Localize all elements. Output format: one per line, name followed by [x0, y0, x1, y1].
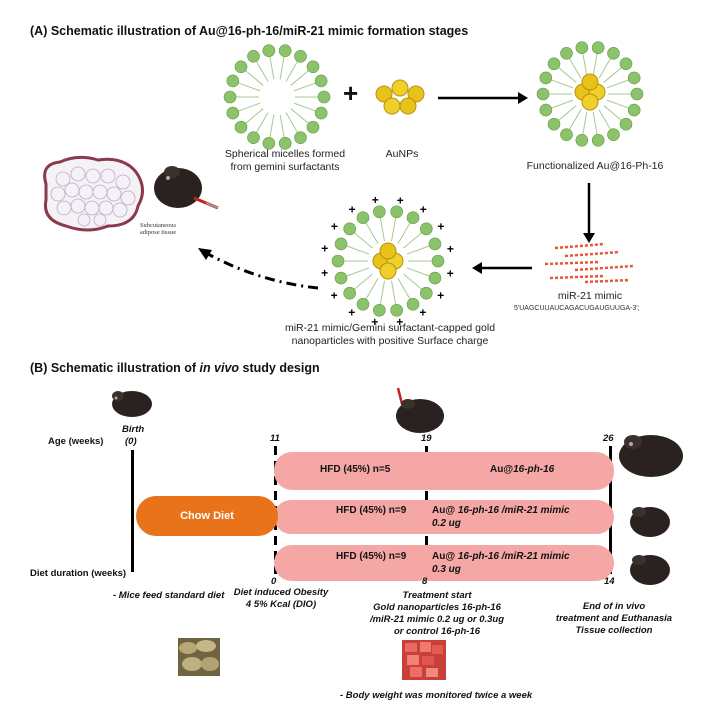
end-note-line-3: Tissue collection [575, 625, 653, 636]
treated-mouse-icon [396, 387, 444, 433]
mouse-injection-icon [154, 166, 219, 210]
svg-text:+: + [396, 315, 403, 329]
age-19: 19 [421, 433, 432, 444]
age-11: 11 [270, 433, 280, 444]
capped-caption-line-1: miR-21 mimic/Gemini surfactant-capped go… [284, 322, 496, 334]
row-1-treatment-compound: 16-ph-16 [513, 464, 555, 475]
micelle-caption-line-1: Spherical micelles formed [224, 148, 346, 160]
dio-note-line-2: 4 5% Kcal (DIO) [245, 599, 317, 610]
hfd-row-2-bar [274, 500, 614, 534]
row-2-hfd-label: HFD (45%) n=9 [336, 505, 407, 516]
capped-caption-line-2: nanoparticles with positive Surface char… [291, 335, 489, 347]
row-3-treatment: Au@ 16-ph-16 /miR-21 mimic [432, 551, 570, 562]
treatment-note-line-4: or control 16-ph-16 [393, 626, 481, 637]
svg-text:+: + [372, 193, 379, 207]
panel-a-title: (A) Schematic illustration of Au@16-ph-1… [30, 24, 469, 38]
panel-b-title-end: study design [239, 361, 320, 375]
mirna-strands-icon [544, 242, 634, 284]
dio-note: Diet induced Obesity 4 5% Kcal (DIO) [222, 587, 340, 611]
svg-text:+: + [447, 242, 454, 256]
arrow-left-icon [472, 262, 532, 274]
svg-text:+: + [321, 266, 328, 280]
functionalized-micelle-icon [536, 41, 644, 147]
svg-text:+: + [349, 202, 356, 216]
svg-text:+: + [447, 266, 454, 280]
standard-diet-note: - Mice feed standard diet [113, 590, 225, 601]
row-2-treatment: Au@ 16-ph-16 /miR-21 mimic [432, 505, 570, 516]
row-2-treatment-compound: 16-ph-16 /miR-21 mimic [457, 505, 570, 516]
row-3-hfd-label: HFD (45%) n=9 [336, 551, 407, 562]
aunps-label: AuNPs [385, 148, 419, 160]
end-note-line-2: treatment and Euthanasia [555, 613, 673, 624]
age-26: 26 [603, 433, 614, 444]
arrow-right-icon [438, 92, 528, 104]
birth-line [131, 450, 134, 572]
svg-text:+: + [348, 305, 355, 319]
svg-text:+: + [437, 220, 444, 234]
svg-text:+: + [420, 203, 427, 217]
duration-0: 0 [271, 576, 277, 587]
treatment-note: Treatment start Gold nanoparticles 16-ph… [362, 590, 512, 638]
birth-age: (0) [125, 436, 137, 447]
svg-text:+: + [419, 306, 426, 320]
functionalized-label: Functionalized Au@16-Ph-16 [526, 160, 664, 172]
gemini-micelle-icon [223, 44, 331, 150]
row-2-dose: 0.2 ug [432, 518, 461, 529]
dio-note-line-1: Diet induced Obesity [233, 587, 329, 598]
treatment-note-line-3: /miR-21 mimic 0.2 ug or 0.3ug [369, 614, 505, 625]
body-weight-note: - Body weight was monitored twice a week [340, 690, 533, 701]
mirna-label: miR-21 mimic [557, 290, 623, 302]
svg-text:+: + [321, 242, 328, 256]
panel-b-title-plain: (B) Schematic illustration of [30, 361, 200, 375]
hfd-row-3-bar [274, 545, 614, 581]
tissue-label-line-2: adipose tissue [139, 229, 177, 236]
svg-text:+: + [437, 289, 444, 303]
row-3-dose: 0.3 ug [432, 564, 461, 575]
treatment-note-line-1: Treatment start [402, 590, 472, 601]
mouse-group-2-icon [630, 507, 670, 537]
newborn-mouse-icon [112, 391, 152, 417]
row-1-treatment: Au@16-ph-16 [490, 464, 554, 475]
birth-label: Birth [122, 424, 145, 435]
svg-text:+: + [331, 219, 338, 233]
row-1-hfd-label: HFD (45%) n=5 [320, 464, 391, 475]
hfd-row-1-bar [274, 452, 614, 490]
capped-nanoparticle-icon: ++++++++++++++++ [321, 193, 454, 329]
svg-text:+: + [371, 315, 378, 329]
tissue-label-line-1: Subcutaneous [139, 222, 177, 229]
capped-caption: miR-21 mimic/Gemini surfactant-capped go… [270, 322, 510, 348]
row-1-treatment-prefix: Au@ [490, 464, 514, 475]
hfd-pellets-icon [402, 640, 446, 680]
diet-duration-axis-label: Diet duration (weeks) [30, 568, 127, 579]
duration-8: 8 [422, 576, 428, 587]
micelle-caption-line-2: from gemini surfactants [230, 161, 340, 173]
row-3-treatment-prefix: Au@ [432, 551, 458, 562]
duration-14: 14 [604, 576, 615, 587]
row-2-treatment-prefix: Au@ [432, 505, 458, 516]
mirna-sequence: 5'UAGCUUAUCAGACUGAUGUUGA-3'; [514, 305, 640, 312]
row-3-treatment-compound: 16-ph-16 /miR-21 mimic [457, 551, 570, 562]
chow-diet-bar: Chow Diet [136, 496, 278, 536]
panel-b-title-italic: in vivo [199, 361, 240, 375]
tissue-label: Subcutaneous adipose tissue [126, 222, 190, 236]
svg-text:+: + [397, 193, 404, 207]
age-axis-label: Age (weeks) [48, 436, 104, 447]
treatment-note-line-2: Gold nanoparticles 16-ph-16 [373, 602, 501, 613]
micelle-caption: Spherical micelles formed from gemini su… [200, 148, 370, 174]
plus-sign: + [343, 78, 359, 108]
dashdot-arrow-icon [198, 248, 319, 290]
mouse-group-3-icon [630, 555, 670, 585]
gold-nanoparticles-icon [375, 79, 425, 115]
chow-pellets-icon [178, 638, 220, 676]
adipose-tissue-icon [43, 155, 144, 232]
obese-mouse-icon [619, 435, 683, 477]
end-note-line-1: End of in vivo [582, 601, 646, 612]
panel-b-title: (B) Schematic illustration of in vivo st… [30, 361, 320, 375]
end-note: End of in vivo treatment and Euthanasia … [544, 601, 684, 637]
svg-text:+: + [331, 288, 338, 302]
arrow-down-icon [583, 183, 595, 243]
